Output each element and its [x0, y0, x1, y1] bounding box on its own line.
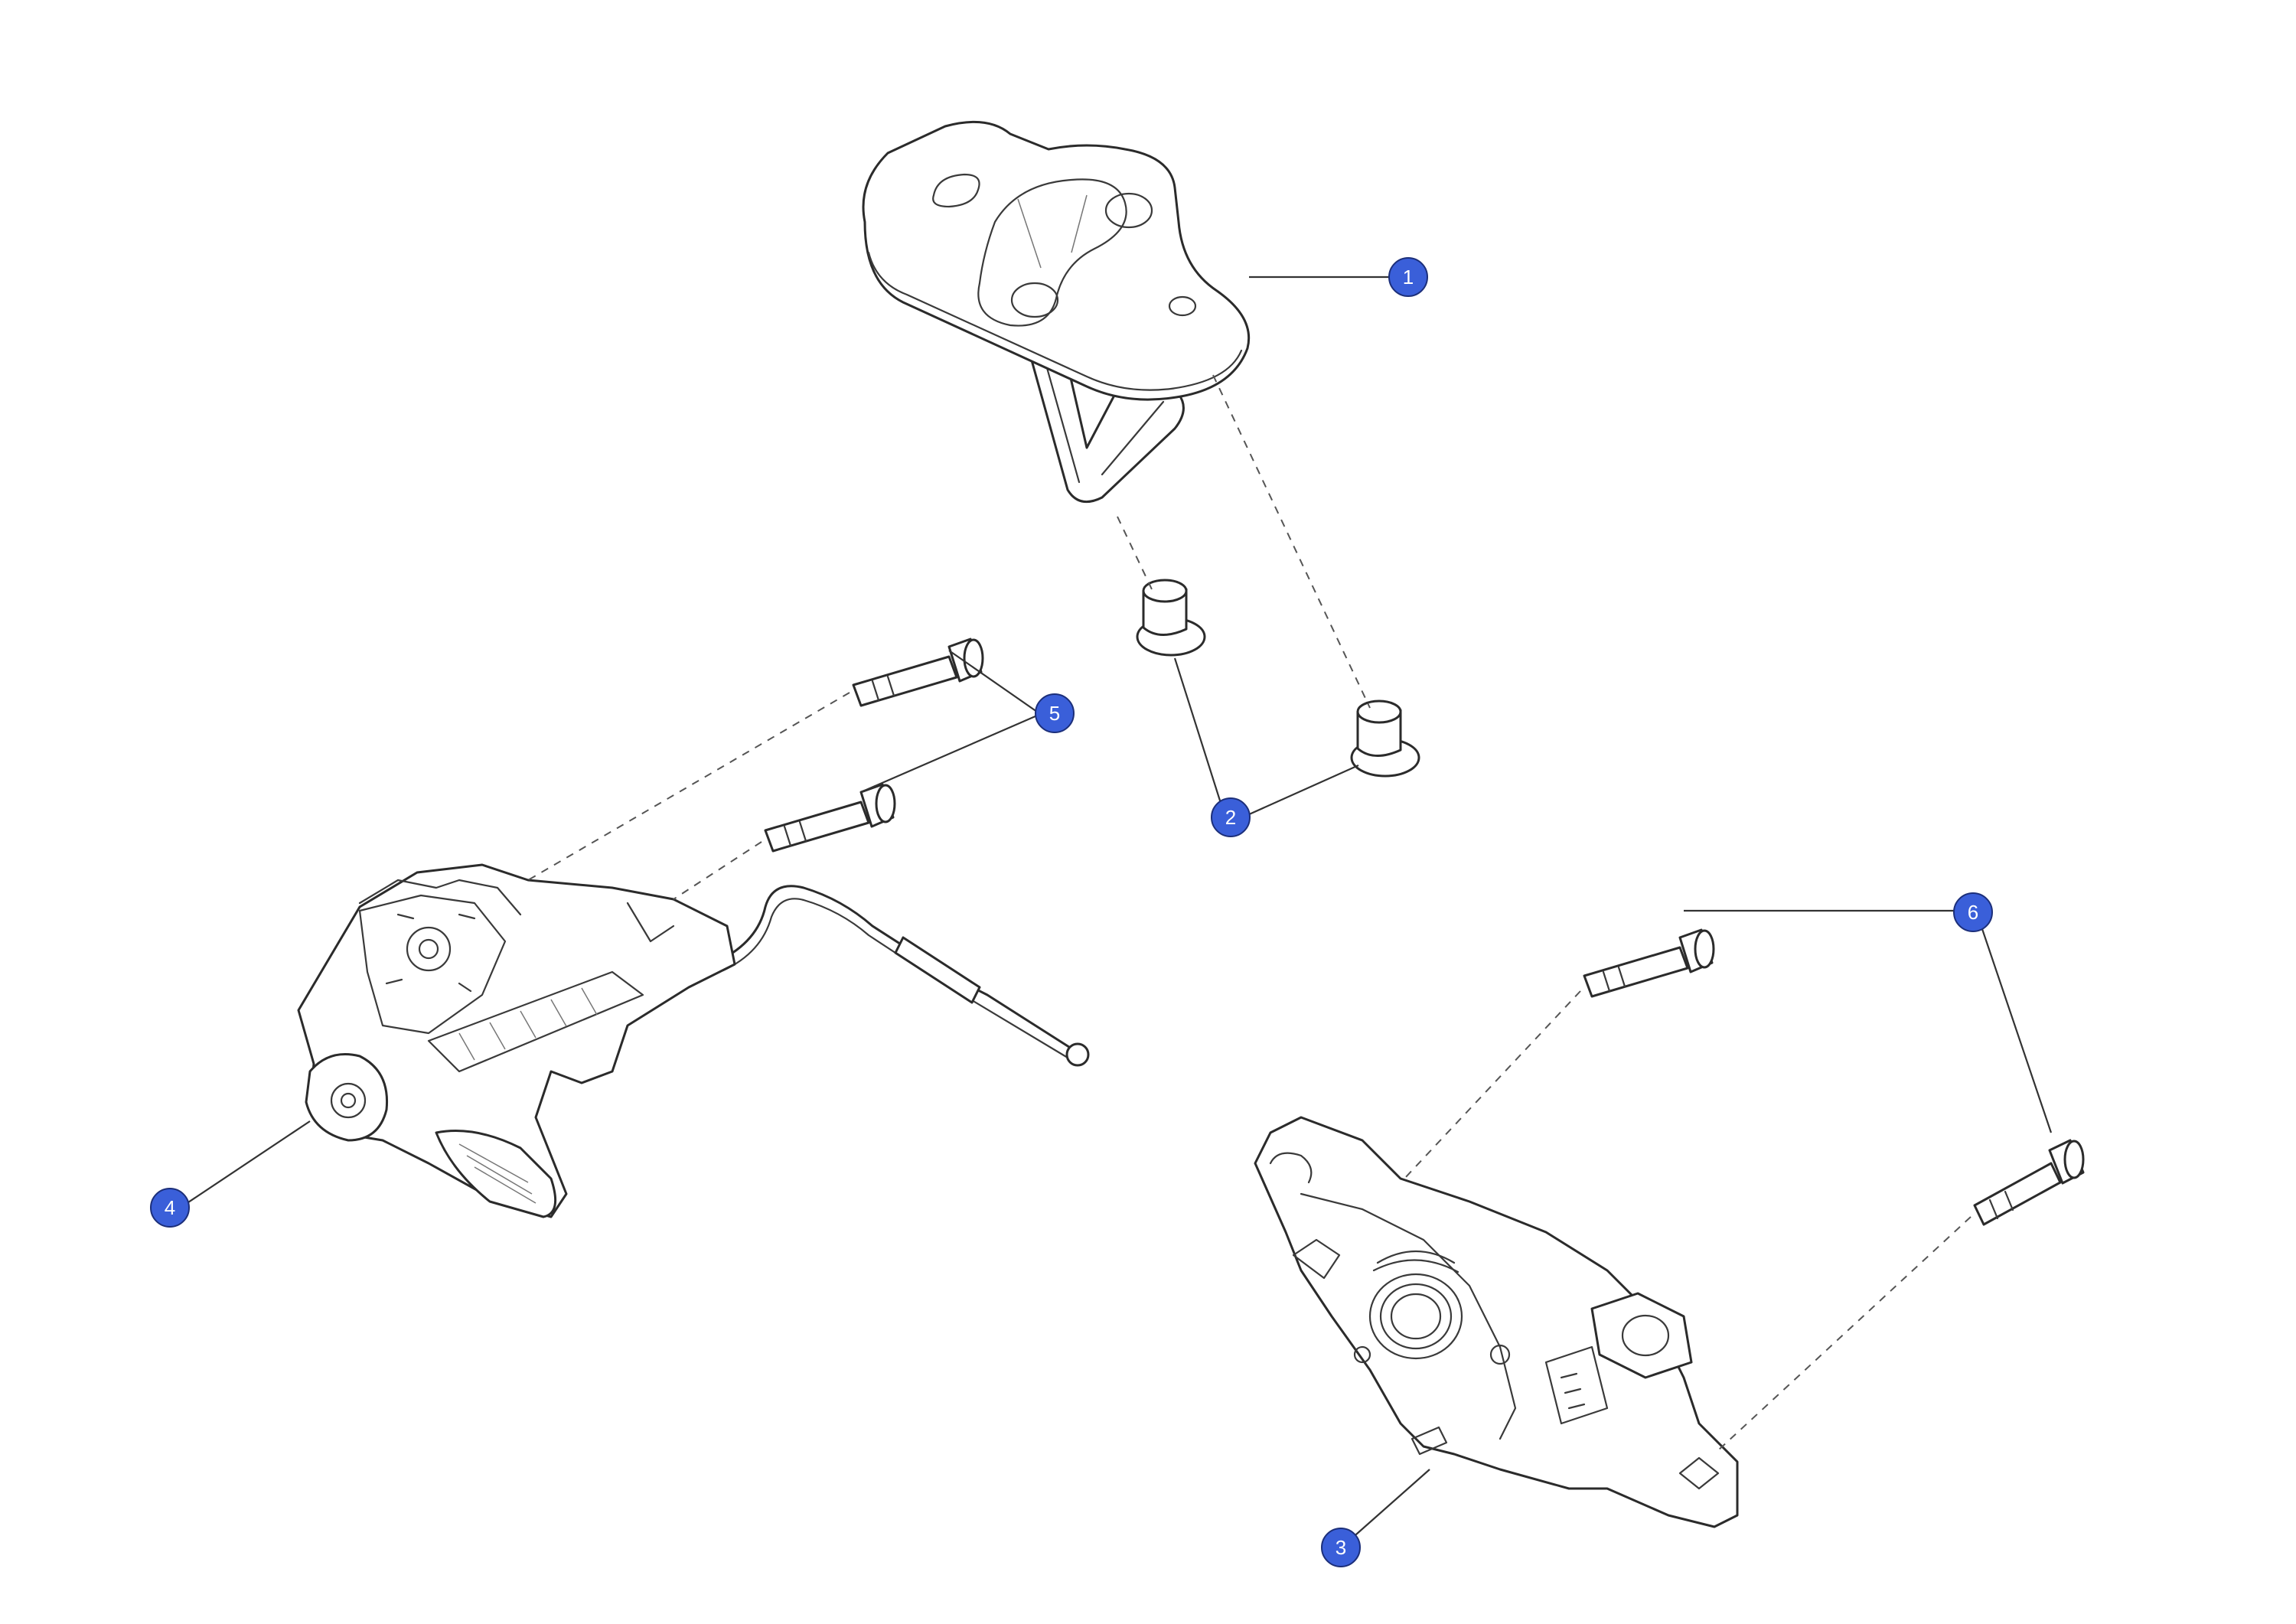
part-release-lever-assembly	[297, 863, 1090, 1218]
callout-1: 1	[1388, 257, 1428, 297]
part-stud-upper	[1136, 579, 1206, 657]
callout-6: 6	[1953, 892, 1993, 932]
callout-2-label: 2	[1225, 806, 1236, 829]
part-bolt-5a	[852, 638, 984, 707]
callout-3-badge	[1321, 1528, 1361, 1567]
callout-5: 5	[1035, 693, 1075, 733]
callout-1-label: 1	[1403, 266, 1414, 289]
callout-4: 4	[150, 1188, 190, 1228]
leader-lines	[183, 276, 2053, 1547]
part-stud-lower	[1350, 699, 1420, 778]
callout-2: 2	[1211, 797, 1251, 837]
assembly-lines	[527, 374, 1971, 1451]
callout-4-label: 4	[165, 1196, 175, 1219]
callout-5-label: 5	[1049, 702, 1060, 725]
callout-6-label: 6	[1968, 901, 1978, 924]
callout-3: 3	[1321, 1528, 1361, 1567]
callout-5-badge	[1035, 693, 1075, 733]
callout-4-badge	[150, 1188, 190, 1228]
part-bolt-5b	[764, 783, 896, 853]
callout-3-label: 3	[1336, 1536, 1346, 1559]
part-bolt-6b	[1973, 1139, 2085, 1226]
part-striker-bracket	[862, 120, 1251, 504]
part-latch	[1254, 1116, 1739, 1528]
part-bolt-6a	[1583, 928, 1715, 998]
callout-6-badge	[1953, 892, 1993, 932]
callout-1-badge	[1388, 257, 1428, 297]
callout-2-badge	[1211, 797, 1251, 837]
